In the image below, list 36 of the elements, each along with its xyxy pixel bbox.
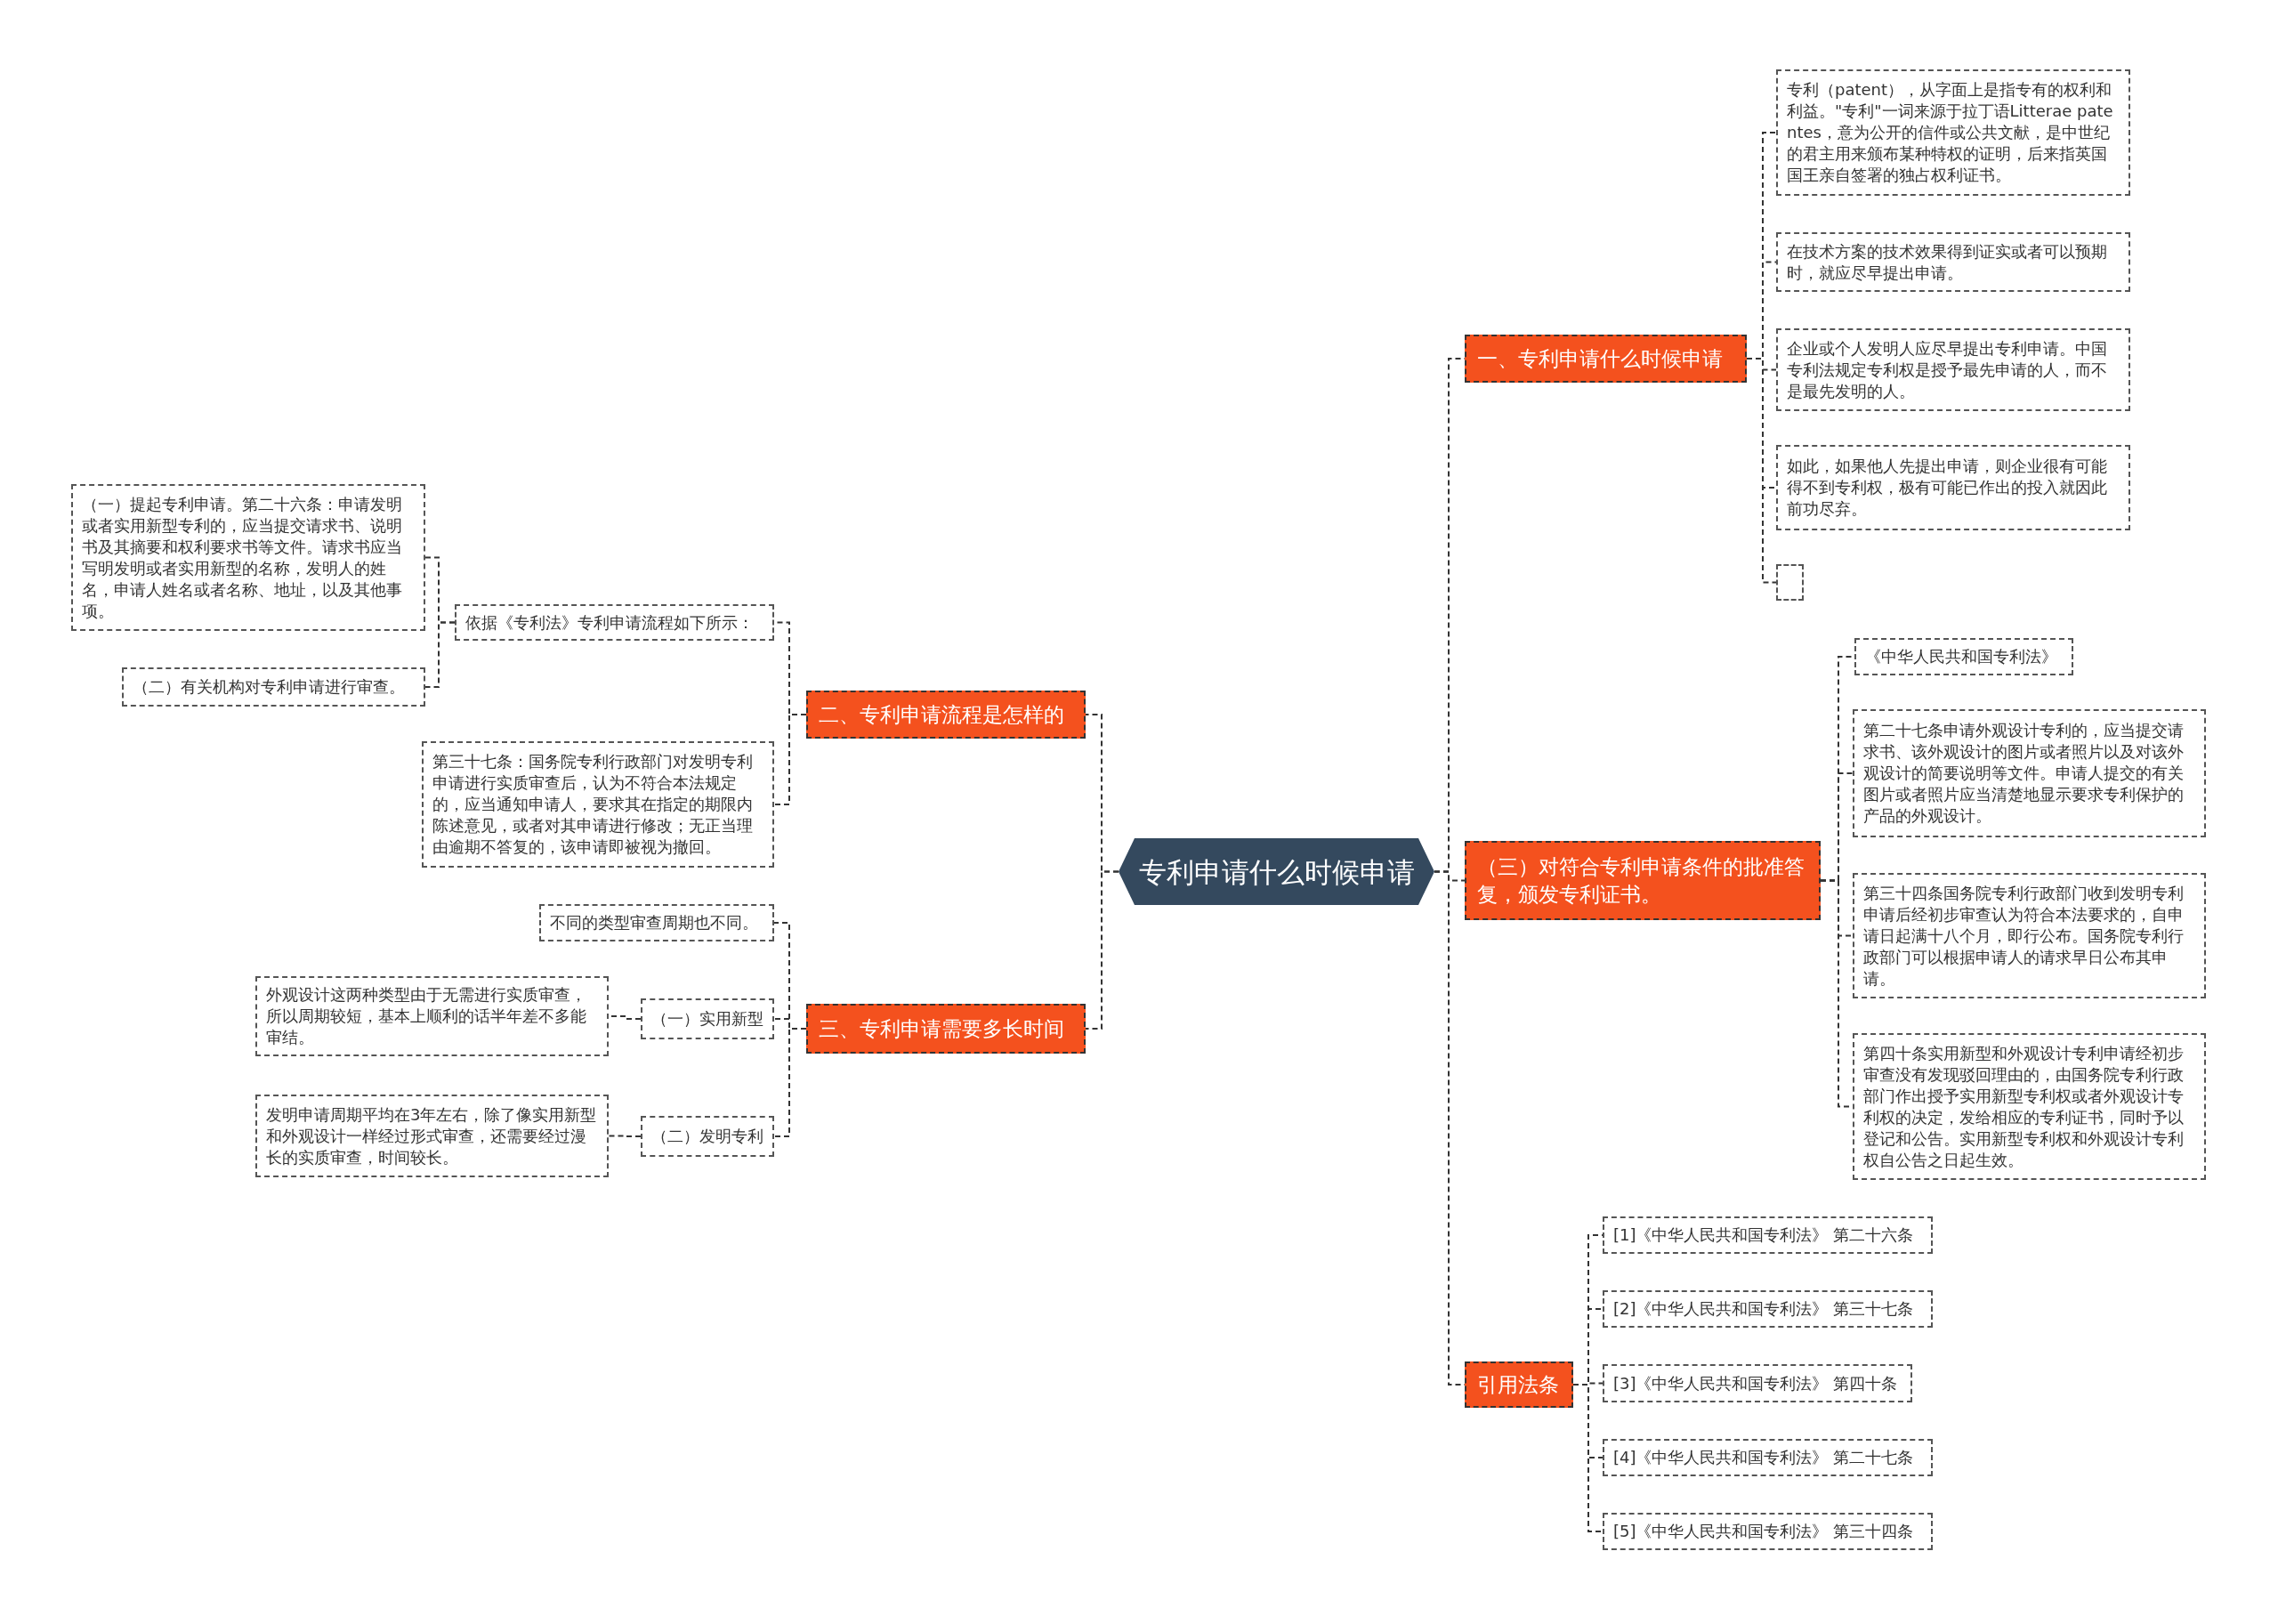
note-box: [2]《中华人民共和国专利法》 第三十七条 xyxy=(1603,1290,1933,1328)
connector xyxy=(608,1135,642,1137)
empty-box xyxy=(1776,564,1804,601)
note-box: （一）提起专利申请。第二十六条：申请发明或者实用新型专利的，应当提交请求书、说明书及其摘要和权利要求书等文件。请求书应当写明发明或者实用新型的名称，发明人的姓名，申请人姓名或者名称、地址，以及其他事项。 xyxy=(71,484,425,631)
note-box: [4]《中华人民共和国专利法》 第二十七条 xyxy=(1603,1439,1933,1476)
connector xyxy=(1746,358,1777,584)
note-box: [5]《中华人民共和国专利法》 第三十四条 xyxy=(1603,1513,1933,1550)
topic-box: （三）对符合专利申请条件的批准答复，颁发专利证书。 xyxy=(1465,841,1821,920)
topic-box: 二、专利申请流程是怎样的 xyxy=(806,691,1086,739)
note-box: 《中华人民共和国专利法》 xyxy=(1854,638,2073,675)
note-box: （二）发明专利 xyxy=(641,1116,774,1157)
note-box: （二）有关机构对专利申请进行审查。 xyxy=(122,667,425,707)
note-box: 发明申请周期平均在3年左右，除了像实用新型和外观设计一样经过形式审查，还需要经过漫长的实质审查，时间较长。 xyxy=(255,1095,609,1177)
note-box: 专利（patent），从字面上是指专有的权利和利益。"专利"一词来源于拉丁语Litterae patentes，意为公开的信件或公共文献，是中世纪的君主用来颁布某种特权的证明，后来指英国国王亲自签署的独占权利证书。 xyxy=(1776,69,2130,196)
connector xyxy=(1572,1384,1603,1532)
central-topic: 专利申请什么时候申请 xyxy=(1119,838,1434,905)
note-box: 第四十条实用新型和外观设计专利申请经初步审查没有发现驳回理由的，由国务院专利行政部门作出授予实用新型专利权或者外观设计专利权的决定，发给相应的专利证书，同时予以登记和公告。实用新型专利权和外观设计专利权自公告之日起生效。 xyxy=(1853,1033,2206,1180)
connector xyxy=(1085,870,1119,1030)
connector xyxy=(773,714,807,805)
note-box: 第三十四条国务院专利行政部门收到发明专利申请后经初步审查认为符合本法要求的，自申请日起满十八个月，即行公布。国务院专利行政部门可以根据申请人的请求早日公布其申请。 xyxy=(1853,873,2206,998)
note-box: [3]《中华人民共和国专利法》 第四十条 xyxy=(1603,1364,1912,1402)
note-box: [1]《中华人民共和国专利法》 第二十六条 xyxy=(1603,1216,1933,1254)
note-box: 在技术方案的技术效果得到证实或者可以预期时，就应尽早提出申请。 xyxy=(1776,232,2130,292)
connector xyxy=(424,621,456,688)
note-box: 第二十七条申请外观设计专利的，应当提交请求书、该外观设计的图片或者照片以及对该外观设计的简要说明等文件。申请人提交的有关图片或者照片应当清楚地显示要求专利保护的产品的外观设计。 xyxy=(1853,709,2206,837)
topic-box: 引用法条 xyxy=(1465,1361,1573,1408)
note-box: 如此，如果他人先提出申请，则企业很有可能得不到专利权，极有可能已作出的投入就因此前功尽弃。 xyxy=(1776,445,2130,530)
topic-box: 三、专利申请需要多长时间 xyxy=(806,1004,1086,1054)
connector xyxy=(773,1028,807,1137)
note-box: 依据《专利法》专利申请流程如下所示： xyxy=(455,604,774,641)
note-box: （一）实用新型 xyxy=(641,998,774,1039)
note-box: 第三十七条：国务院专利行政部门对发明专利申请进行实质审查后，认为不符合本法规定的，应当通知申请人，要求其在指定的期限内陈述意见，或者对其申请进行修改；无正当理由逾期不答复的，该申请即被视为撤回。 xyxy=(422,741,774,868)
note-box: 不同的类型审查周期也不同。 xyxy=(539,904,774,941)
topic-box: 一、专利申请什么时候申请 xyxy=(1465,335,1747,383)
note-box: 企业或个人发明人应尽早提出专利申请。中国专利法规定专利权是授予最先申请的人，而不是最先发明的人。 xyxy=(1776,328,2130,411)
note-box: 外观设计这两种类型由于无需进行实质审查，所以周期较短，基本上顺利的话半年差不多能审结。 xyxy=(255,976,609,1056)
